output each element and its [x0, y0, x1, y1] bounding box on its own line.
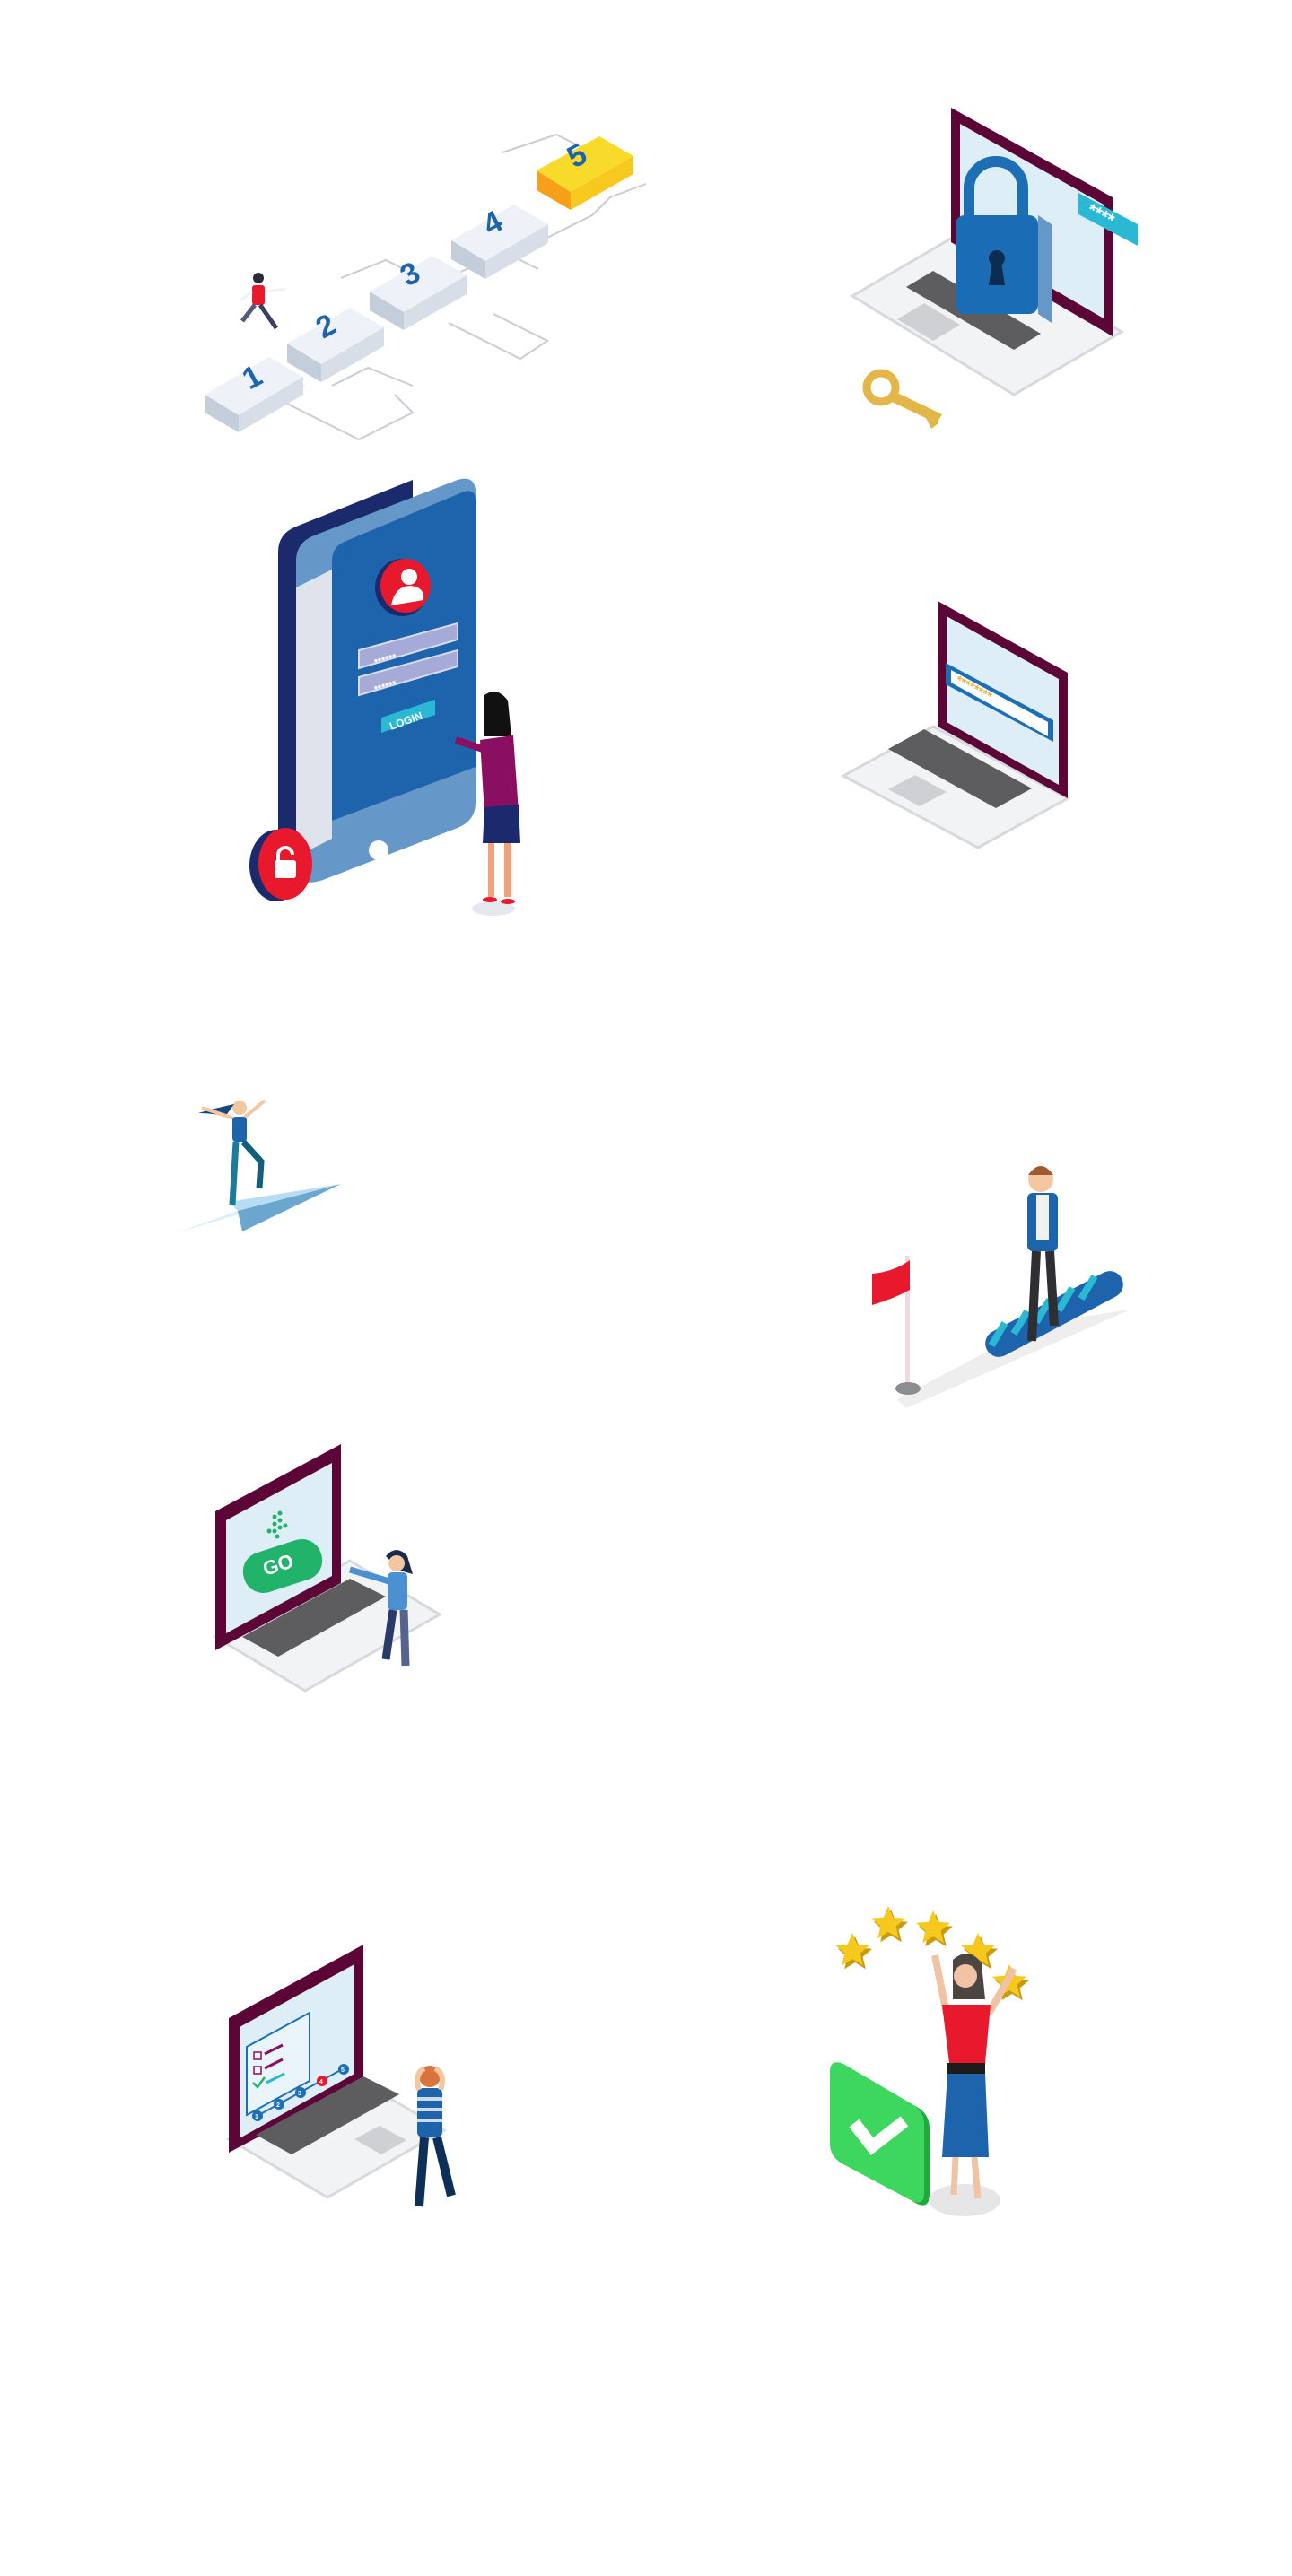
- illustration-five-star-rating: [799, 1861, 1059, 2220]
- illustration-laptop-lock: ****: [834, 99, 1157, 439]
- down-arrow-icon: [266, 1510, 288, 1539]
- progress-step-1-label: 1: [255, 2114, 258, 2120]
- star-icon: [835, 1933, 869, 1966]
- flag-icon: [872, 1256, 921, 1395]
- illustration-laptop-password: ********: [834, 596, 1077, 849]
- progress-step-2-label: 2: [276, 2102, 280, 2109]
- step-3: 3: [370, 256, 467, 330]
- lock-badge-icon: [249, 828, 312, 901]
- running-man-icon: [240, 273, 286, 330]
- username-field: ••••••: [358, 622, 458, 670]
- man-figure: [1027, 1166, 1059, 1342]
- quiz-progress-laptop-icon: 1 2 3 4 5: [226, 1945, 456, 2207]
- step-2: 2: [287, 308, 384, 382]
- five-stars-icon: [830, 1906, 1029, 2216]
- illustration-goal-flag: [861, 1139, 1130, 1408]
- padlock-laptop-icon: ****: [850, 108, 1138, 429]
- woman-figure: [454, 692, 520, 916]
- step-4: 4: [451, 205, 548, 279]
- password-mask: ••••••: [372, 675, 397, 693]
- star-icon: [871, 1906, 905, 1939]
- progress-steps: 1 2 3 4 5: [252, 2064, 349, 2121]
- progress-step-1: [252, 2110, 263, 2121]
- progress-step-5: [338, 2064, 349, 2075]
- illustration-steps: 1 2 3 4 5: [179, 117, 718, 457]
- password-field: ••••••: [358, 648, 458, 697]
- illustration-phone-login: •••••• •••••• LOGIN: [233, 478, 538, 919]
- avatar-icon: [375, 559, 431, 616]
- key-icon: [862, 369, 942, 429]
- padlock-icon: [956, 156, 1052, 323]
- star-icon: [916, 1910, 950, 1944]
- go-button-laptop-icon: GO: [213, 1444, 442, 1693]
- progress-step-3-label: 3: [298, 2091, 301, 2097]
- check-badge-icon: [830, 2062, 930, 2206]
- progress-step-4-label: 4: [319, 2079, 323, 2085]
- goal-flag-icon: [872, 1166, 1130, 1408]
- checklist: [246, 2011, 310, 2117]
- progress-step-4: [317, 2076, 327, 2086]
- woman-figure: [349, 1550, 413, 1667]
- step-1: 1: [205, 357, 305, 432]
- step-5: 5: [537, 136, 633, 210]
- numbered-steps-icon: 1 2 3 4 5: [205, 133, 647, 441]
- go-button[interactable]: GO: [238, 1534, 327, 1598]
- illustration-paper-plane: [166, 1072, 345, 1242]
- worried-man-figure: [415, 2066, 456, 2207]
- phone-login-icon: •••••• •••••• LOGIN: [249, 478, 520, 916]
- progress-step-2: [274, 2099, 284, 2110]
- illustration-laptop-quiz: 1 2 3 4 5: [220, 1945, 480, 2215]
- woman-figure: [198, 1099, 266, 1205]
- paper-plane-icon: [175, 1099, 341, 1233]
- illustration-laptop-go: GO: [206, 1444, 449, 1709]
- progress-step-5-label: 5: [341, 2067, 345, 2074]
- password-laptop-icon: ********: [840, 601, 1071, 849]
- username-mask: ••••••: [372, 648, 397, 666]
- woman-figure: [929, 1953, 1017, 2216]
- progress-step-3: [295, 2087, 306, 2098]
